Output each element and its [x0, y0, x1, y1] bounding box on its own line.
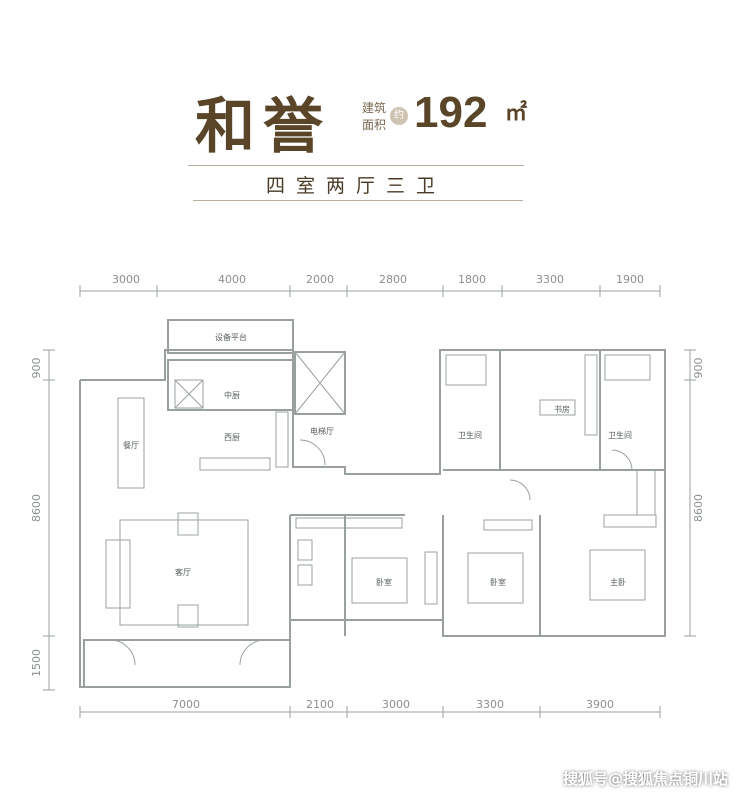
room-bedroom-2: 卧室 — [490, 577, 506, 587]
area-badge: 建筑 面积 约 — [358, 98, 408, 140]
dim-top-2: 2000 — [306, 273, 334, 286]
room-living: 客厅 — [175, 567, 191, 577]
dim-bottom-0: 7000 — [172, 698, 200, 711]
room-kitchen: 中厨 — [224, 390, 240, 400]
room-bath-1: 卫生间 — [458, 430, 482, 440]
area-label-line1: 建筑 — [362, 101, 387, 115]
room-study: 书房 — [554, 404, 570, 414]
approx-badge: 约 — [390, 107, 408, 125]
dim-bottom-4: 3900 — [586, 698, 614, 711]
dim-top-6: 1900 — [616, 273, 644, 286]
dim-bottom-1: 2100 — [306, 698, 334, 711]
bed-1 — [351, 557, 408, 604]
layout-text: 四室两厅三卫 — [265, 175, 446, 197]
dim-left-1: 8600 — [30, 494, 43, 522]
dim-right-1: 8600 — [692, 494, 705, 522]
area-unit: ㎡ — [505, 101, 528, 126]
header-rule-bottom — [193, 200, 523, 201]
kitchen-outline — [167, 359, 294, 411]
room-elevator-hall: 电梯厅 — [310, 426, 334, 436]
room-bedroom-1: 卧室 — [376, 577, 392, 587]
sofa — [105, 539, 131, 609]
room-west-kitchen: 西厨 — [224, 433, 240, 442]
elevator-shaft — [294, 351, 346, 415]
dim-bottom-3: 3300 — [476, 698, 504, 711]
dim-top-4: 1800 — [458, 273, 486, 286]
dim-left-0: 900 — [30, 358, 43, 379]
living-rug — [119, 519, 249, 626]
room-dining: 餐厅 — [123, 441, 139, 450]
dim-left-2: 1500 — [30, 649, 43, 677]
unit-title: 和誉 — [195, 92, 331, 162]
study-desk — [539, 399, 576, 416]
dim-top-0: 3000 — [112, 273, 140, 286]
bed-2 — [467, 552, 524, 604]
dim-top-1: 4000 — [218, 273, 246, 286]
dim-right-0: 900 — [692, 358, 705, 379]
watermark: 搜狐号@搜狐焦点铜川站 — [562, 770, 728, 788]
dim-bottom-2: 3000 — [382, 698, 410, 711]
dim-top-5: 3300 — [536, 273, 564, 286]
header-rule-top — [188, 165, 524, 166]
island-counter — [199, 457, 271, 471]
room-equipment-platform: 设备平台 — [215, 332, 247, 342]
dining-table — [117, 397, 145, 489]
equipment-platform-outline — [167, 319, 294, 354]
room-bath-2: 卫生间 — [608, 430, 632, 440]
bed-master — [589, 549, 646, 601]
balcony-outline — [83, 639, 291, 688]
area-label-line2: 面积 — [362, 118, 387, 132]
area-value: 192 — [414, 88, 488, 137]
dim-top-3: 2800 — [379, 273, 407, 286]
room-master: 主卧 — [610, 577, 626, 587]
